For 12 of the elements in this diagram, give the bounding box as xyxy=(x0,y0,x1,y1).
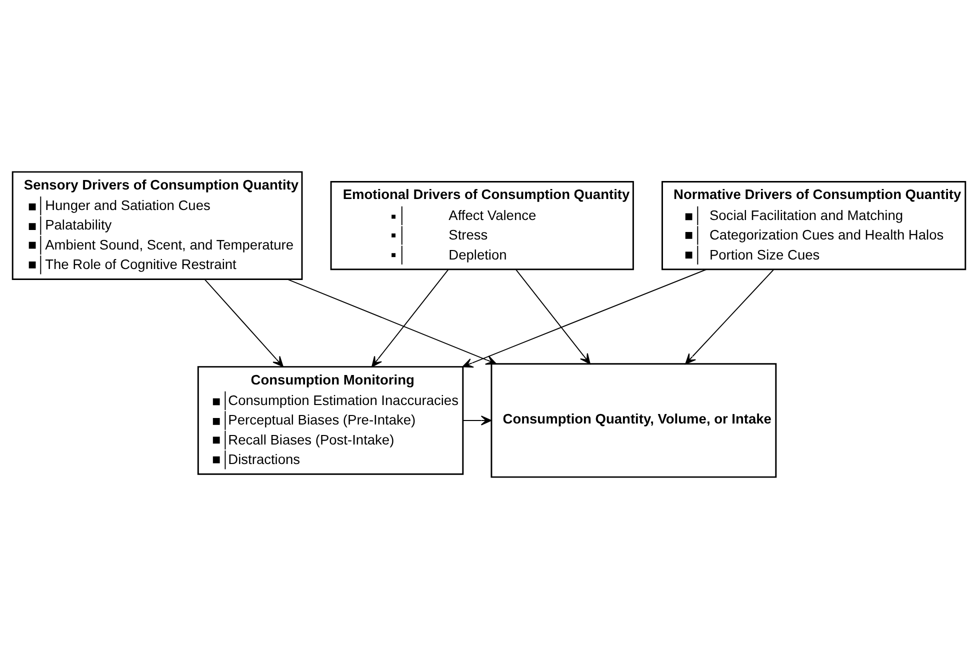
arrow xyxy=(516,268,590,364)
arrow xyxy=(204,278,284,366)
arrow xyxy=(286,278,497,364)
node-box: Consumption Monitoring Consumption Estimation Inaccuracies Perceptual Biases (Pre-Intake) Recall Biases (Post-Intake) Distractions xyxy=(197,366,464,474)
node-box: Normative Drivers of Consumption Quantity Social Facilitation and Matching Categorization Cues and Health Halos Portion Size Cues xyxy=(662,180,966,270)
arrow xyxy=(462,268,707,368)
node-box: Consumption Quantity, Volume, or Intake xyxy=(490,362,777,478)
arrow xyxy=(462,415,492,425)
arrow xyxy=(372,268,449,367)
node-box: Emotional Drivers of Consumption Quantity Affect Valence Stress Depletion xyxy=(330,180,634,270)
arrow xyxy=(685,268,774,364)
node-box: Sensory Drivers of Consumption Quantity Hunger and Satiation Cues Palatability Ambient Sound, Scent, and Temperature The Role of Cognitive Restraint xyxy=(12,170,303,280)
